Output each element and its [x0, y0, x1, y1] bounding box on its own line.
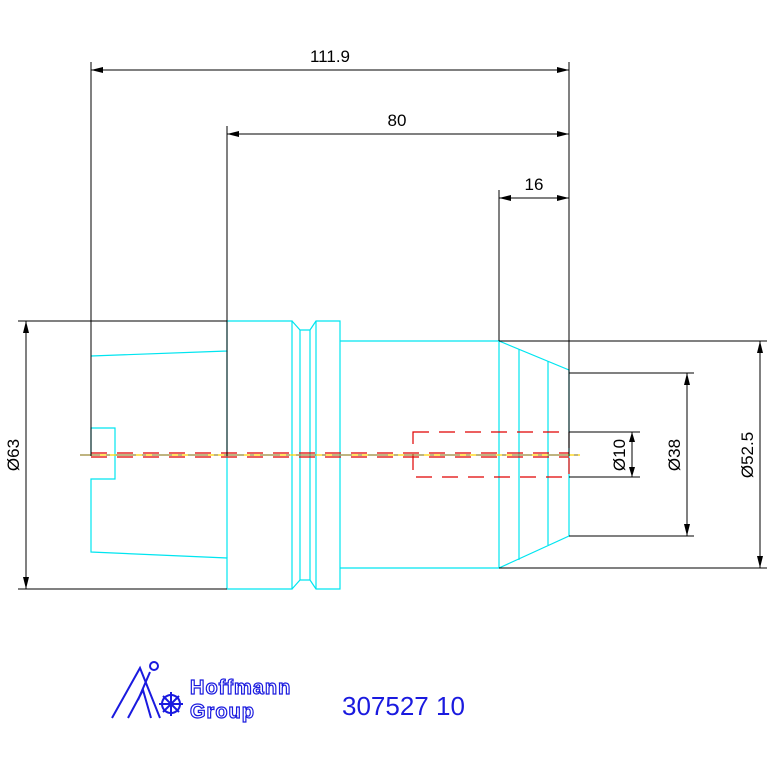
dim-dia-52-5: Ø52.5 — [738, 432, 757, 478]
dim-dia-63: Ø63 — [4, 439, 23, 471]
dimension-arrows — [23, 67, 763, 589]
hoffmann-group-logo: Hoffmann Group — [111, 661, 291, 724]
part-number: 307527 10 — [342, 691, 465, 721]
dimension-lines — [18, 62, 767, 590]
logo-text-hoffmann: Hoffmann — [190, 677, 291, 699]
logo-emblem-icon — [111, 661, 183, 719]
dim-length-16: 16 — [525, 175, 544, 194]
dim-dia-10: Ø10 — [610, 439, 629, 471]
logo-text-group: Group — [190, 701, 255, 723]
dim-overall-length: 111.9 — [310, 47, 350, 66]
dim-length-80: 80 — [388, 111, 407, 130]
dim-dia-38: Ø38 — [665, 439, 684, 471]
